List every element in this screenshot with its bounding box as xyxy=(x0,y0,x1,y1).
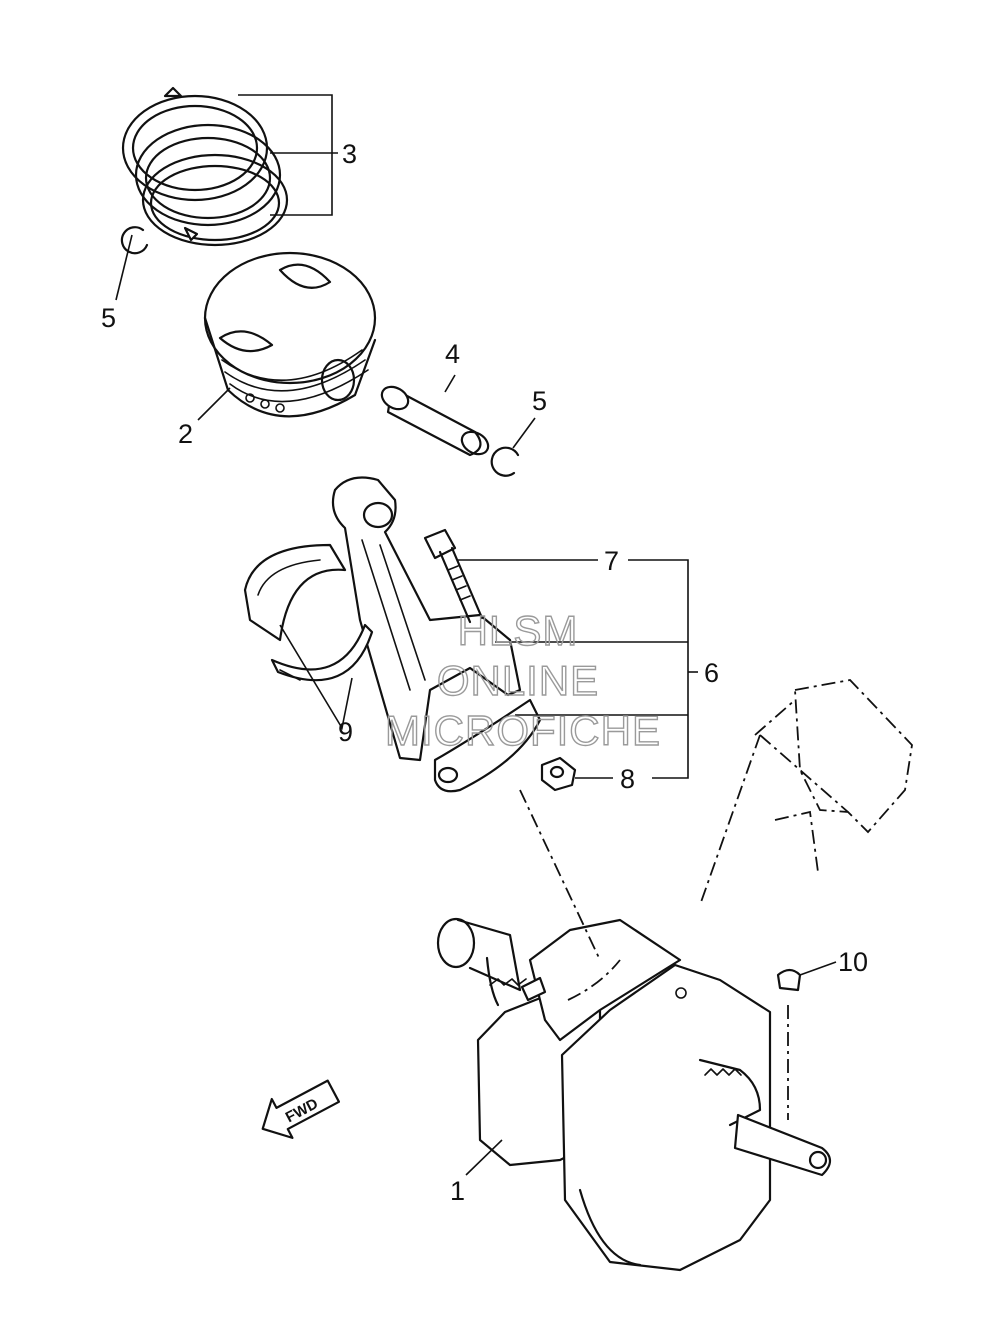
connecting-rod xyxy=(331,476,542,793)
callout-numbers: 3 5 2 4 5 7 6 8 9 10 1 xyxy=(101,139,868,1206)
callout-9: 9 xyxy=(338,717,353,747)
leader-lines xyxy=(115,94,837,1176)
bearings xyxy=(243,543,374,682)
callout-5-right: 5 xyxy=(532,386,547,416)
callout-6: 6 xyxy=(704,658,719,688)
callout-1: 1 xyxy=(450,1176,465,1206)
piston xyxy=(203,251,377,418)
callout-4: 4 xyxy=(445,339,460,369)
callout-10: 10 xyxy=(838,947,868,977)
callout-2: 2 xyxy=(178,419,193,449)
dashed-assembly xyxy=(519,679,913,1120)
fwd-arrow: FWD xyxy=(261,1079,341,1139)
watermark-line-3: MICROFICHE xyxy=(385,707,661,754)
callout-8: 8 xyxy=(620,764,635,794)
callout-7: 7 xyxy=(604,546,619,576)
rod-bolt xyxy=(423,528,484,624)
woodruff-key xyxy=(776,968,802,992)
watermark-line-2: ONLINE xyxy=(437,657,599,704)
callout-3: 3 xyxy=(342,139,357,169)
rod-nut xyxy=(540,756,577,792)
crankshaft xyxy=(436,917,832,1272)
callout-5-left: 5 xyxy=(101,303,116,333)
watermark: HLSM ONLINE MICROFICHE xyxy=(384,606,661,754)
piston-rings xyxy=(121,86,289,247)
piston-pin xyxy=(380,385,490,457)
circlip-right xyxy=(490,446,520,477)
watermark-line-1: HLSM xyxy=(458,607,579,654)
circlip-left xyxy=(120,226,149,255)
